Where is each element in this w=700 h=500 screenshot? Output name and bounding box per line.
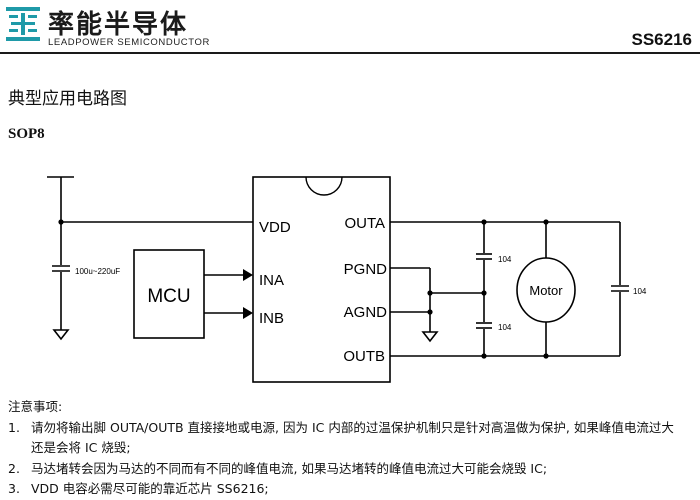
company-name-cn: 率能半导体 [48, 10, 189, 40]
note-text-continued: 还是会将 IC 烧毁; [31, 440, 131, 455]
ic-notch [305, 176, 343, 196]
note-text: 马达堵转会因为马达的不同而有不同的峰值电流, 如果马达堵转的峰值电流过大可能会烧… [31, 460, 548, 476]
pin-ina: INA [259, 272, 284, 289]
package-label: SOP8 [8, 126, 45, 142]
cap-top-label: 104 [498, 255, 512, 264]
arrow-inb-icon [243, 307, 253, 319]
application-schematic: VDD INA INB OUTA PGND AGND OUTB MCU Moto… [47, 176, 647, 383]
notes-section: 注意事项: 1. 请勿将输出脚 OUTA/OUTB 直接接地或电源, 因为 IC… [8, 397, 698, 500]
mcu-box [133, 249, 205, 339]
part-number: SS6216 [631, 30, 693, 49]
motor-label: Motor [529, 283, 563, 298]
section-title: 典型应用电路图 [8, 89, 127, 109]
note-item: 2. 马达堵转会因为马达的不同而有不同的峰值电流, 如果马达堵转的峰值电流过大可… [8, 459, 698, 480]
mcu-label: MCU [147, 286, 190, 307]
page-header: 率能半导体 LEADPOWER SEMICONDUCTOR SS6216 [0, 0, 700, 56]
pin-vdd: VDD [259, 219, 291, 236]
cap-bottom-label: 104 [498, 323, 512, 332]
note-item: 3. VDD 电容必需尽可能的靠近芯片 SS6216; [8, 479, 698, 500]
pin-outb: OUTB [343, 348, 385, 365]
arrow-ina-icon [243, 269, 253, 281]
note-text: VDD 电容必需尽可能的靠近芯片 SS6216; [31, 481, 269, 496]
cap-motor-label: 104 [633, 287, 647, 296]
pin-inb: INB [259, 310, 284, 327]
company-logo-icon [6, 7, 40, 41]
header-divider [0, 52, 700, 54]
ic-body [252, 176, 391, 383]
note-number: 3. [8, 481, 20, 496]
note-item: 1. 请勿将输出脚 OUTA/OUTB 直接接地或电源, 因为 IC 内部的过温… [8, 418, 698, 459]
pin-pgnd: PGND [344, 261, 388, 278]
notes-title: 注意事项: [8, 399, 63, 414]
cap-vdd-label: 100u~220uF [75, 267, 120, 276]
note-number: 1. [8, 419, 20, 435]
pin-agnd: AGND [344, 304, 388, 321]
ground-icon [421, 331, 439, 343]
note-number: 2. [8, 460, 20, 476]
note-text: 请勿将输出脚 OUTA/OUTB 直接接地或电源, 因为 IC 内部的过温保护机… [31, 419, 674, 435]
pin-outa: OUTA [344, 215, 385, 232]
company-name-en: LEADPOWER SEMICONDUCTOR [48, 37, 210, 48]
ground-icon [52, 329, 70, 341]
